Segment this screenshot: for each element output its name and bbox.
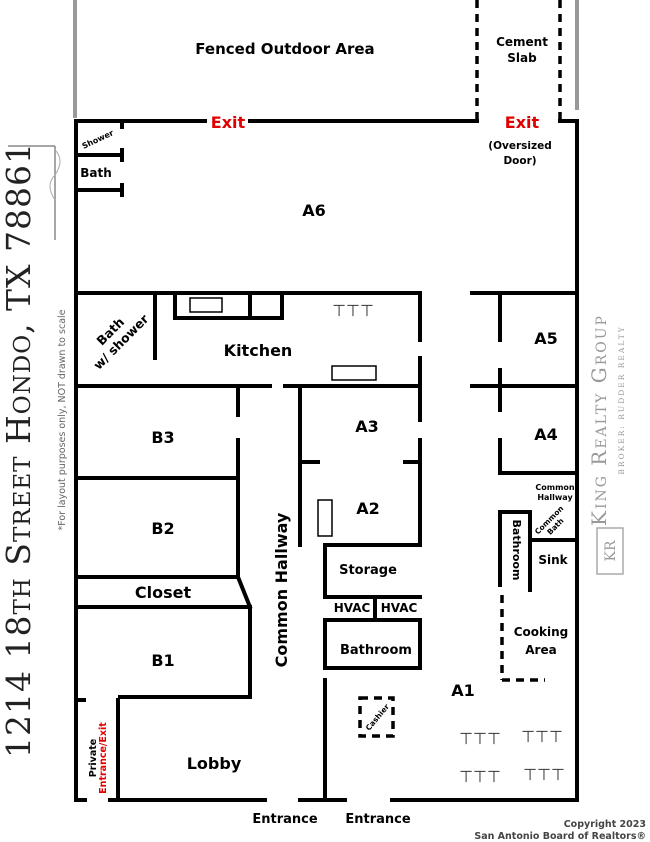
exit-label: Exit bbox=[505, 113, 540, 132]
disclaimer-note: *For layout purposes only, NOT drawn to … bbox=[57, 309, 68, 530]
cashier-box bbox=[358, 696, 395, 738]
room-b3-label: B3 bbox=[151, 428, 174, 447]
brand-name: King Realty Group bbox=[587, 314, 611, 526]
room-a1-label: A1 bbox=[451, 681, 475, 700]
exit-label: Exit bbox=[211, 113, 246, 132]
oversized-door-label: Door) bbox=[503, 155, 536, 167]
private-entrance-label: Entrance/Exit bbox=[98, 722, 109, 794]
room-a6-label: A6 bbox=[302, 201, 326, 220]
cement-slab-label: Slab bbox=[507, 51, 537, 65]
copyright-line: Copyright 2023 bbox=[564, 819, 646, 830]
storage-label: Storage bbox=[339, 563, 397, 578]
common-hallway-label: Common Hallway bbox=[272, 512, 291, 667]
bath-label: Bath bbox=[80, 166, 112, 180]
entrance-label: Entrance bbox=[252, 812, 317, 827]
room-b1-label: B1 bbox=[151, 651, 174, 670]
common-hallway-small-label: Common bbox=[535, 483, 575, 492]
broker-name: Broker: Rudder Realty bbox=[617, 325, 626, 474]
kitchen-label: Kitchen bbox=[224, 341, 293, 360]
shower-label: Shower bbox=[81, 128, 115, 150]
property-address-title: 1214 18th Street Hondo, TX 78861 bbox=[0, 142, 38, 758]
hvac-label: HVAC bbox=[381, 601, 418, 615]
bathroom-right-label: Bathroom bbox=[510, 520, 523, 581]
table-icon: ⊤⊤⊤ bbox=[523, 765, 565, 784]
fence-lines bbox=[73, 0, 579, 121]
ornament-icon bbox=[8, 145, 61, 240]
table-icon: ⊤⊤⊤ bbox=[459, 767, 501, 786]
table-icons: ⊤⊤⊤ ⊤⊤⊤ ⊤⊤⊤ ⊤⊤⊤ ⊤⊤⊤ bbox=[332, 301, 565, 786]
cement-slab-label: Cement bbox=[496, 35, 548, 49]
table-icon: ⊤⊤⊤ bbox=[459, 729, 501, 748]
copyright-line: San Antonio Board of Realtors® bbox=[474, 831, 646, 842]
svg-text:KR: KR bbox=[603, 540, 619, 561]
cashier-label: Cashier bbox=[364, 702, 391, 732]
table-icon: ⊤⊤⊤ bbox=[521, 727, 563, 746]
room-a2-label: A2 bbox=[356, 499, 380, 518]
private-entrance-label: Private bbox=[88, 739, 99, 778]
brand-logo: KR bbox=[596, 527, 624, 575]
oversized-door-label: (Oversized bbox=[488, 140, 551, 152]
table-icon: ⊤⊤⊤ bbox=[332, 301, 374, 320]
bathroom-label: Bathroom bbox=[340, 643, 412, 658]
hvac-label: HVAC bbox=[334, 601, 371, 615]
entrance-label: Entrance bbox=[345, 812, 410, 827]
fenced-area-label: Fenced Outdoor Area bbox=[195, 40, 374, 58]
common-hallway-small-label: Hallway bbox=[537, 493, 573, 502]
closet-label: Closet bbox=[135, 583, 192, 602]
walls bbox=[74, 119, 579, 802]
cooking-area-label: Cooking bbox=[514, 625, 569, 639]
sink-label: Sink bbox=[538, 553, 568, 567]
cooking-area-label: Area bbox=[525, 643, 556, 657]
room-b2-label: B2 bbox=[151, 519, 174, 538]
room-a4-label: A4 bbox=[534, 425, 558, 444]
room-a5-label: A5 bbox=[534, 329, 558, 348]
lobby-label: Lobby bbox=[187, 754, 242, 773]
room-a3-label: A3 bbox=[355, 417, 379, 436]
